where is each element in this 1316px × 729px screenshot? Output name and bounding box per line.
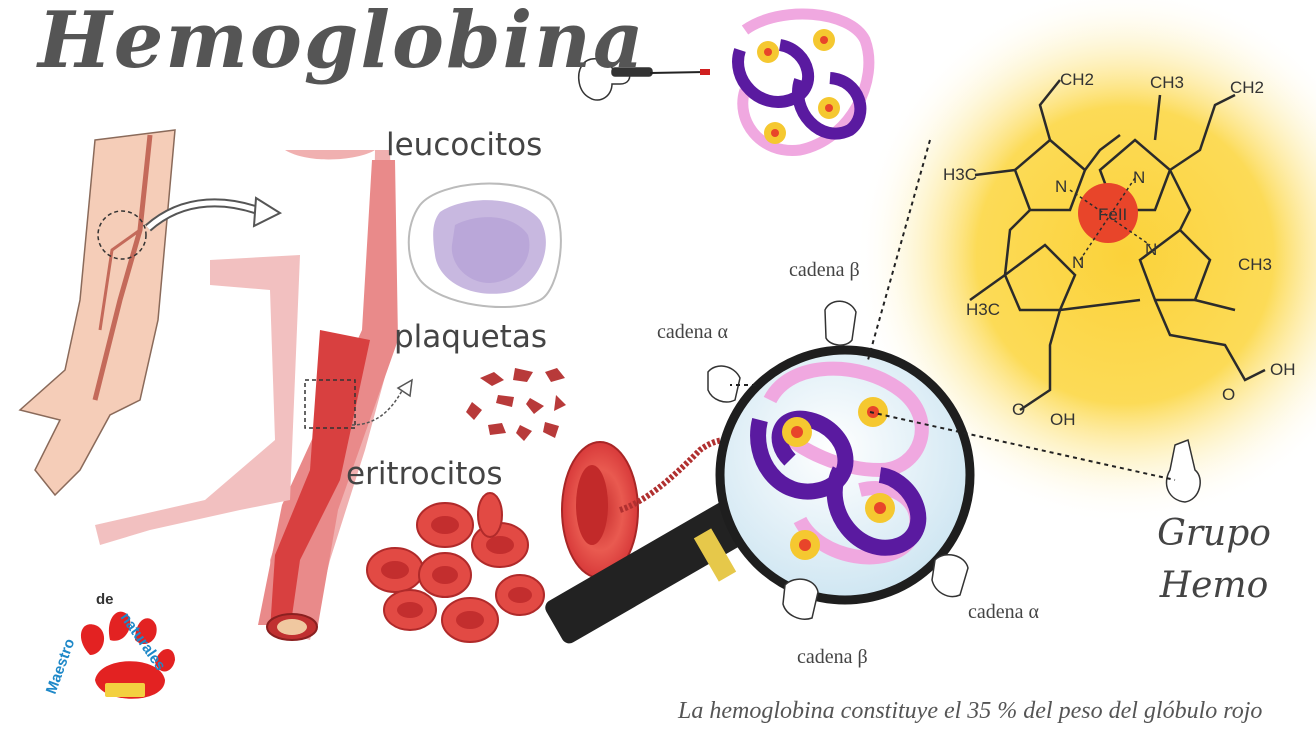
pointing-hand-icon xyxy=(577,58,653,101)
heme-glow xyxy=(855,0,1316,525)
logo-word-de: de xyxy=(96,591,114,608)
eritrocitos-label: eritrocitos xyxy=(346,456,503,492)
atom-ch3-d: H3C xyxy=(966,300,1000,319)
logo-word-maestro: Maestro xyxy=(43,636,79,696)
footer-caption: La hemoglobina constituye el 35 % del pe… xyxy=(678,698,1263,724)
leucocyte-image xyxy=(407,182,562,309)
atom-ch3-a: CH3 xyxy=(1150,73,1184,92)
pointing-hand-icon xyxy=(707,300,1201,620)
page-title: Hemoglobina xyxy=(38,0,646,86)
atom-oh-b: OH xyxy=(1270,360,1296,379)
atom-ch3-b: H3C xyxy=(943,165,977,184)
atom-fe: FeII xyxy=(1098,205,1127,224)
red-blood-cell-large xyxy=(561,441,639,579)
grupo-hemo-line2: Hemo xyxy=(1159,565,1269,607)
atom-ch2-a: CH2 xyxy=(1060,70,1094,89)
platelets-image xyxy=(466,368,566,441)
heme-structure xyxy=(969,79,1266,412)
erythrocytes-image xyxy=(366,492,545,643)
pointer-line xyxy=(649,71,706,74)
atom-ch2-b: CH2 xyxy=(1230,78,1264,97)
atom-n-3: N xyxy=(1145,240,1157,259)
heme-bonds xyxy=(1069,177,1151,261)
chain-alpha-left-label: cadena α xyxy=(657,321,728,343)
atom-n-2: N xyxy=(1133,168,1145,187)
atom-n-1: N xyxy=(1055,177,1067,196)
vessel-zoom-box xyxy=(304,379,356,429)
maestro-naturales-logo: Maestro de naturales xyxy=(43,591,175,699)
hemoglobin-molecule-top xyxy=(732,8,875,156)
chain-beta-bottom-label: cadena β xyxy=(797,646,868,668)
atom-oh-a: OH xyxy=(1050,410,1076,429)
connector-lines xyxy=(730,139,1176,481)
atom-o-1: O xyxy=(1012,400,1025,419)
heme-atom-labels: CH2 CH2 CH3 H3C CH3 H3C N N N N FeII O O… xyxy=(943,70,1296,429)
atom-n-4: N xyxy=(1072,253,1084,272)
iron-atom xyxy=(1078,183,1138,243)
chain-beta-top-label: cadena β xyxy=(789,259,860,281)
atom-ch3-c: CH3 xyxy=(1238,255,1272,274)
arm-illustration xyxy=(18,129,176,497)
chain-alpha-right-label: cadena α xyxy=(968,601,1039,623)
plaquetas-label: plaquetas xyxy=(394,319,547,355)
blood-vessel xyxy=(95,150,398,641)
grupo-hemo-line1: Grupo xyxy=(1157,513,1271,554)
vessel-arrow xyxy=(351,384,406,426)
grupo-hemo-label: Grupo Hemo xyxy=(1155,508,1273,612)
zoom-circle xyxy=(97,210,147,260)
hemoglobin-molecule-zoomed xyxy=(750,361,929,565)
atom-o-2: O xyxy=(1222,385,1235,404)
leucocitos-label: leucocitos xyxy=(386,127,543,163)
